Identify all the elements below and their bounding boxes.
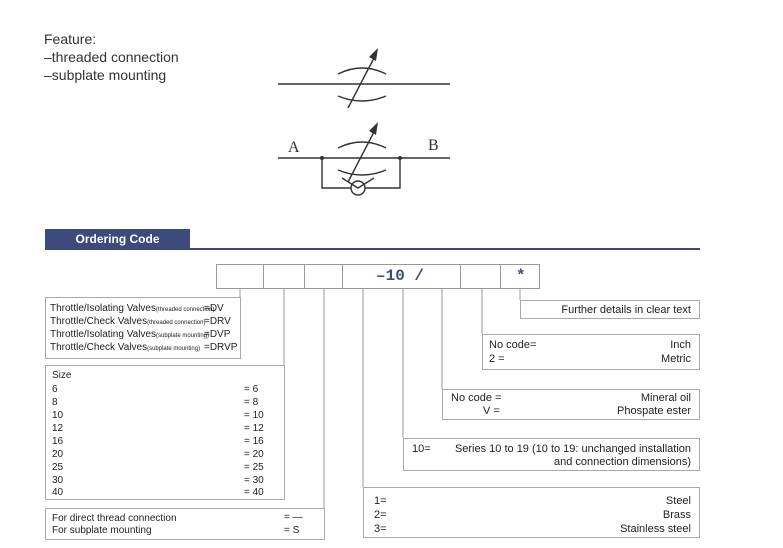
material-code: 2= [374, 509, 387, 521]
type-code: =DRVP [204, 342, 238, 353]
size-value: 6 [52, 384, 58, 395]
fluid-code: No code = [451, 392, 502, 404]
type-row: Throttle/Check Valves(threaded connectio… [50, 316, 205, 329]
code-box-connection [305, 264, 343, 289]
units-code: No code= [489, 339, 537, 351]
further-details-box: Further details in clear text [520, 300, 700, 319]
code-box-fluid [461, 264, 501, 289]
fluid-box: No code = Mineral oil V = Phospate ester [442, 389, 700, 420]
size-code: = 6 [244, 384, 259, 395]
material-code: 1= [374, 495, 387, 507]
further-details-text: Further details in clear text [561, 304, 691, 316]
port-a-label: A [288, 139, 300, 156]
code-star-text: * [516, 267, 526, 285]
type-code: =DVP [204, 329, 231, 340]
size-value: 30 [52, 475, 64, 486]
material-value: Brass [662, 509, 691, 521]
size-code: = 8 [244, 397, 259, 408]
connection-code: = S [284, 525, 300, 536]
ordering-code-tab: Ordering Code [45, 229, 190, 249]
ordering-code-divider [45, 248, 700, 250]
size-code: = 30 [244, 475, 264, 486]
material-box: 1= Steel 2= Brass 3= Stainless steel [363, 487, 700, 538]
feature-item: –threaded connection [44, 49, 179, 65]
fluid-code: V = [483, 405, 500, 417]
series-description: Series 10 to 19 (10 to 19: unchanged ins… [454, 443, 691, 455]
size-value: 40 [52, 487, 64, 498]
feature-item: –subplate mounting [44, 67, 167, 83]
connection-code: = — [284, 512, 303, 523]
type-note: (subplate mounting) [147, 346, 201, 352]
throttle-check-symbol [278, 122, 450, 196]
series-code: 10= [412, 443, 431, 455]
series-description: and connection dimensions) [554, 456, 691, 468]
port-b-label: B [428, 137, 439, 154]
type-name: Throttle/Isolating Valves [50, 303, 156, 314]
size-code: = 10 [244, 410, 264, 421]
connection-label: For subplate mounting [52, 525, 152, 536]
size-code: = 20 [244, 449, 264, 460]
type-row: Throttle/Check Valves(subplate mounting) [50, 342, 200, 355]
hydraulic-symbols: A B [278, 48, 450, 196]
size-title: Size [52, 370, 72, 381]
material-value: Stainless steel [620, 523, 691, 535]
type-note: (subplate mounting) [155, 333, 210, 339]
type-note: (threaded connection) [147, 320, 206, 326]
type-box: Throttle/Isolating Valves(threaded conne… [45, 297, 241, 359]
type-row: Throttle/Isolating Valves(subplate mount… [50, 329, 209, 342]
size-value: 25 [52, 462, 64, 473]
code-box-type [216, 264, 264, 289]
fluid-value: Mineral oil [640, 392, 691, 404]
size-code: = 12 [244, 423, 264, 434]
type-note: (threaded connection) [155, 307, 215, 313]
size-box: Size 6 = 6 8 = 8 10 = 10 12 = 12 16 = 16… [45, 365, 285, 500]
throttle-symbol [278, 48, 450, 109]
feature-title: Feature: [44, 31, 97, 47]
size-value: 16 [52, 436, 64, 447]
units-code: 2 = [489, 353, 505, 365]
type-code: =DRV [204, 316, 231, 327]
series-box: 10= Series 10 to 19 (10 to 19: unchanged… [403, 438, 700, 471]
code-box-size [264, 264, 305, 289]
size-value: 8 [52, 397, 58, 408]
size-value: 10 [52, 410, 64, 421]
code-box-further [501, 264, 540, 289]
type-code: =DV [204, 303, 224, 314]
units-value: Metric [661, 353, 691, 365]
code-box-series [343, 264, 461, 289]
material-value: Steel [665, 495, 691, 507]
type-name: Throttle/Isolating Valves [50, 329, 156, 340]
size-code: = 40 [244, 487, 264, 498]
code-series-text: –10 / [376, 267, 425, 285]
units-box: No code= Inch 2 = Metric [482, 334, 700, 370]
fluid-value: Phospate ester [617, 405, 691, 417]
size-value: 20 [52, 449, 64, 460]
size-value: 12 [52, 423, 64, 434]
connection-label: For direct thread connection [52, 513, 177, 524]
feature-list: Feature: –threaded connection –subplate … [44, 30, 179, 84]
size-code: = 25 [244, 462, 264, 473]
material-code: 3= [374, 523, 387, 535]
units-value: Inch [670, 339, 691, 351]
type-name: Throttle/Check Valves [50, 342, 148, 353]
type-row: Throttle/Isolating Valves(threaded conne… [50, 303, 214, 316]
connection-box: For direct thread connection = — For sub… [45, 508, 325, 540]
type-name: Throttle/Check Valves [50, 316, 148, 327]
size-code: = 16 [244, 436, 264, 447]
